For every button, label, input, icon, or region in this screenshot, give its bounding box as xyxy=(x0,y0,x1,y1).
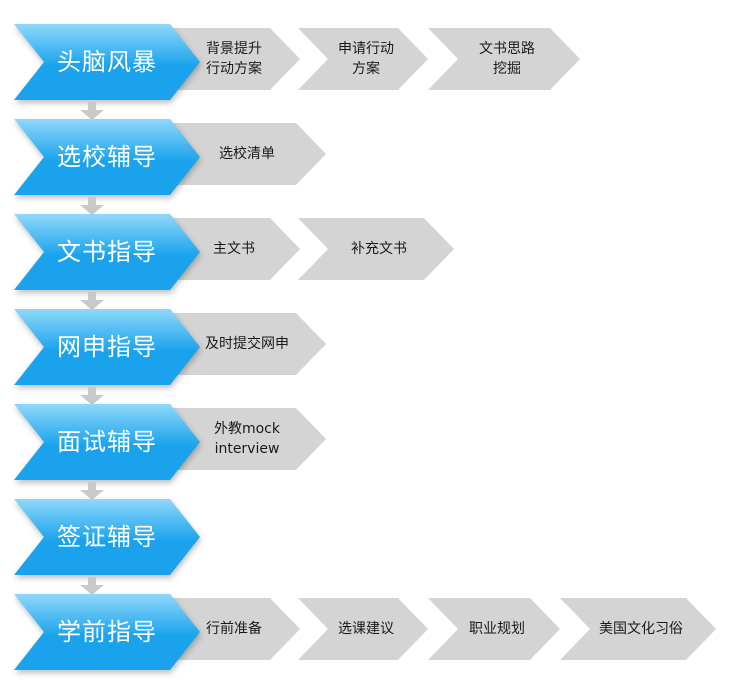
step-row: 行前准备 选课建议 职业规划 美国文化习俗 学前指导 xyxy=(0,594,740,670)
sub-step-label: 背景提升 行动方案 xyxy=(206,41,262,77)
main-step-chevron: 面试辅导 xyxy=(14,404,200,480)
main-step-label: 面试辅导 xyxy=(57,428,157,456)
main-step-label: 选校辅导 xyxy=(57,143,157,171)
sub-step-label: 申请行动 方案 xyxy=(338,41,394,77)
main-step-label: 文书指导 xyxy=(57,238,157,266)
down-arrow-icon xyxy=(80,197,104,215)
step-row: 选校清单 选校辅导 xyxy=(0,119,740,195)
sub-step-chevron: 选课建议 xyxy=(298,598,428,660)
sub-step-label: 选课建议 xyxy=(338,621,394,637)
sub-step-chevron: 背景提升 行动方案 xyxy=(170,28,300,90)
sub-step-chevron: 主文书 xyxy=(170,218,300,280)
sub-step-chevron: 申请行动 方案 xyxy=(298,28,428,90)
down-arrow-icon xyxy=(80,292,104,310)
step-row: 背景提升 行动方案 申请行动 方案 文书思路 挖掘 头脑风暴 xyxy=(0,24,740,100)
sub-step-chevron: 职业规划 xyxy=(428,598,560,660)
main-step-chevron: 学前指导 xyxy=(14,594,200,670)
sub-step-label: 选校清单 xyxy=(219,146,275,162)
main-step-label: 学前指导 xyxy=(57,618,157,646)
down-arrow-icon xyxy=(80,387,104,405)
sub-step-label: 美国文化习俗 xyxy=(599,621,683,637)
sub-step-label: 行前准备 xyxy=(206,621,262,637)
main-step-label: 签证辅导 xyxy=(57,523,157,551)
main-step-label: 网申指导 xyxy=(57,333,157,361)
sub-step-label: 及时提交网申 xyxy=(205,336,289,352)
step-row: 主文书 补充文书 文书指导 xyxy=(0,214,740,290)
sub-step-label: 职业规划 xyxy=(469,621,525,637)
sub-step-chevron: 文书思路 挖掘 xyxy=(428,28,580,90)
main-step-chevron: 选校辅导 xyxy=(14,119,200,195)
sub-step-chevron: 行前准备 xyxy=(170,598,300,660)
sub-step-chevron: 外教mock interview xyxy=(170,408,326,470)
main-step-chevron: 签证辅导 xyxy=(14,499,200,575)
down-arrow-icon xyxy=(80,577,104,595)
sub-step-label: 补充文书 xyxy=(351,241,407,257)
step-row: 签证辅导 xyxy=(0,499,740,575)
main-step-label: 头脑风暴 xyxy=(57,48,157,76)
sub-step-chevron: 美国文化习俗 xyxy=(560,598,716,660)
main-step-chevron: 头脑风暴 xyxy=(14,24,200,100)
sub-step-label: 主文书 xyxy=(213,241,255,257)
down-arrow-icon xyxy=(80,102,104,120)
sub-step-chevron: 及时提交网申 xyxy=(170,313,326,375)
main-step-chevron: 文书指导 xyxy=(14,214,200,290)
sub-step-label: 文书思路 挖掘 xyxy=(479,41,535,77)
step-row: 及时提交网申 网申指导 xyxy=(0,309,740,385)
sub-step-label: 外教mock interview xyxy=(213,421,280,457)
sub-step-chevron: 补充文书 xyxy=(298,218,454,280)
main-step-chevron: 网申指导 xyxy=(14,309,200,385)
sub-step-chevron: 选校清单 xyxy=(170,123,326,185)
down-arrow-icon xyxy=(80,482,104,500)
step-row: 外教mock interview 面试辅导 xyxy=(0,404,740,480)
